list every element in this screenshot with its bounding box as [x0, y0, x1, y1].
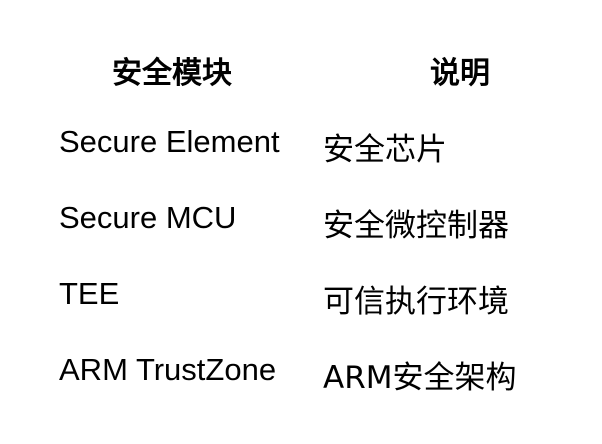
- module-description: 安全芯片: [323, 132, 447, 168]
- module-description: 可信执行环境: [323, 284, 509, 320]
- table-row: TEE 可信执行环境: [0, 276, 602, 320]
- table-row: ARM TrustZone ARM安全架构: [0, 352, 602, 396]
- module-name: ARM TrustZone: [59, 352, 277, 387]
- header-module: 安全模块: [112, 56, 232, 91]
- module-description: ARM安全架构: [323, 360, 517, 396]
- table-row: Secure MCU 安全微控制器: [0, 200, 602, 244]
- table-header: 安全模块 说明: [0, 48, 602, 91]
- header-description: 说明: [430, 56, 490, 91]
- module-description: 安全微控制器: [323, 208, 509, 244]
- table-row: Secure Element 安全芯片: [0, 124, 602, 168]
- module-name: TEE: [59, 276, 120, 311]
- module-name: Secure Element: [59, 124, 280, 159]
- module-name: Secure MCU: [59, 200, 237, 235]
